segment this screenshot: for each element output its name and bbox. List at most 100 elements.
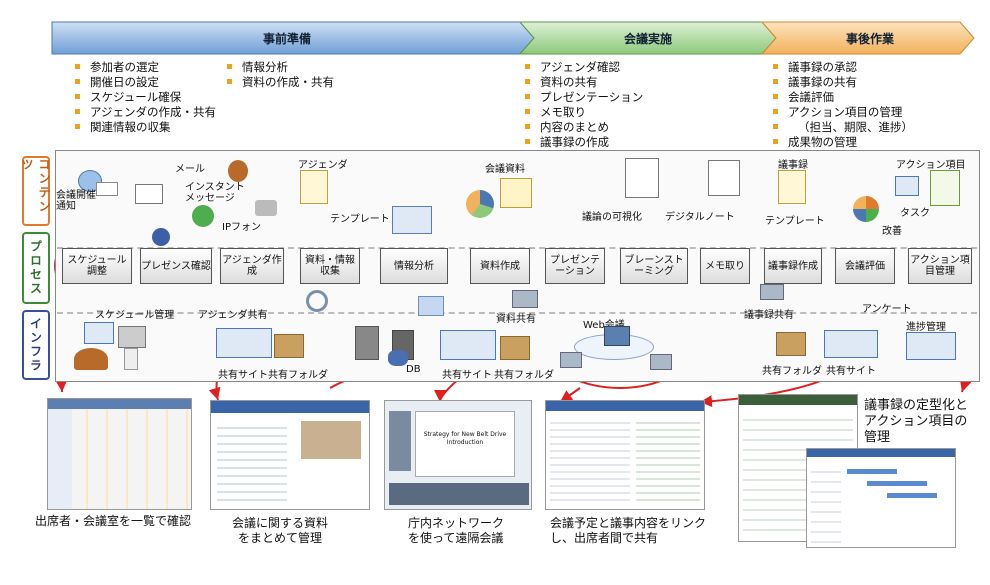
minutes-label: 議事録 — [778, 160, 808, 171]
process-step: 資料・情報収集 — [300, 248, 360, 284]
list-item: スケジュール確保 — [70, 90, 216, 105]
shared-site-label: 共有サイト — [826, 366, 876, 377]
person-icon — [228, 160, 248, 182]
list-item: 情報分析 — [222, 60, 334, 75]
caption-minutes-line3: 管理 — [864, 430, 891, 445]
gantt-screenshot — [806, 448, 956, 548]
checklist-icon — [625, 158, 659, 198]
laptop-icon — [650, 354, 672, 370]
list-item: 関連情報の収集 — [70, 120, 216, 135]
folder-icon — [500, 336, 530, 360]
shared-site-icon — [440, 330, 496, 360]
progress-mgmt-label: 進捗管理 — [906, 322, 946, 333]
list-item: 資料の共有 — [520, 75, 643, 90]
chart-doc-icon — [500, 178, 532, 208]
laptop-icon — [560, 352, 582, 368]
database-icon — [388, 350, 408, 366]
phase-arrow-post — [760, 21, 975, 55]
web-meeting-label: Web会議 — [583, 316, 625, 331]
prep-task-list-right: 情報分析 資料の作成・共有 — [222, 60, 334, 90]
list-item: アクション項目の管理 — [768, 105, 913, 120]
phase-prep-label: 事前準備 — [262, 31, 311, 46]
process-step: メモ取り — [700, 248, 750, 284]
divider — [57, 312, 977, 314]
process-step: アクション項目管理 — [908, 248, 972, 284]
list-item: 資料の作成・共有 — [222, 75, 334, 90]
process-step: 会議評価 — [835, 248, 895, 284]
shared-site-label: 共有サイト — [218, 370, 268, 381]
meeting-task-list: アジェンダ確認 資料の共有 プレゼンテーション メモ取り 内容のまとめ 議事録の… — [520, 60, 643, 150]
improvement-label: 改善 — [882, 226, 902, 237]
cube-icon — [418, 296, 444, 316]
monitor-icon — [604, 326, 630, 346]
caption-remote-line1: 庁内ネットワーク — [408, 516, 505, 530]
meeting-material-label: 会議資料 — [485, 164, 525, 175]
list-item: （担当、期限、進捗） — [768, 120, 913, 135]
user-icon — [152, 228, 170, 246]
calendar-icon — [895, 176, 919, 196]
folder-icon — [776, 332, 806, 356]
list-item: アジェンダ確認 — [520, 60, 643, 75]
envelope-icon — [135, 184, 163, 204]
projector-icon — [118, 326, 146, 348]
caption-remote-line2: を使って遠隔会議 — [408, 531, 504, 545]
slide-title: Strategy for New Belt Drive Introduction — [423, 431, 507, 446]
caption-attendees: 出席者・会議室を一覧で確認 — [35, 514, 192, 528]
caption-link-line1: 会議予定と議事内容をリンク — [550, 516, 707, 530]
row-tab-process: プロセス — [22, 232, 50, 304]
material-share-label: 資料共有 — [496, 314, 536, 325]
shared-site-icon — [824, 330, 878, 358]
window-icon — [392, 206, 432, 234]
list-item: 議事録の共有 — [768, 75, 913, 90]
ip-phone-label: IPフォン — [222, 222, 261, 233]
list-item: 会議評価 — [768, 90, 913, 105]
screen-icon — [124, 348, 138, 370]
shared-folder-label: 共有フォルダ — [268, 370, 328, 381]
list-item: 参加者の選定 — [70, 60, 216, 75]
task-label: タスク — [900, 208, 930, 219]
meeting-notice-label: 会議開催通知 — [56, 190, 96, 212]
discussion-visual-label: 議論の可視化 — [582, 212, 642, 223]
shared-folder-label: 共有フォルダ — [762, 366, 822, 377]
list-item: 内容のまとめ — [520, 120, 643, 135]
schedule-link-screenshot — [545, 400, 705, 510]
action-items-label: アクション項目 — [896, 160, 966, 171]
schedule-mgmt-label: スケジュール管理 — [95, 310, 175, 321]
caption-minutes-line2: アクション項目の — [864, 414, 968, 429]
row-tab-contents: コンテンツ — [20, 156, 51, 226]
pie-chart-icon — [466, 190, 494, 218]
phase-post-label: 事後作業 — [845, 31, 894, 46]
survey-label: アンケート — [862, 304, 912, 315]
process-step: 議事録作成 — [764, 248, 822, 284]
db-label: DB — [406, 364, 421, 375]
people-icon — [74, 348, 108, 370]
calendar-icon — [84, 322, 114, 344]
prep-task-list-left: 参加者の選定 開催日の設定 スケジュール確保 アジェンダの作成・共有 関連情報の… — [70, 60, 216, 135]
minutes-template-label: テンプレート — [765, 216, 825, 227]
document-icon — [778, 170, 806, 204]
caption-minutes-line1: 議事録の定型化と — [864, 398, 969, 413]
gantt-icon — [906, 332, 956, 360]
agenda-label: アジェンダ — [298, 160, 348, 171]
process-step: スケジュール調整 — [62, 248, 132, 284]
list-item: メモ取り — [520, 105, 643, 120]
process-step: 資料作成 — [470, 248, 530, 284]
list-item: プレゼンテーション — [520, 90, 643, 105]
magnifier-icon — [306, 290, 328, 312]
post-task-list: 議事録の承認 議事録の共有 会議評価 アクション項目の管理 （担当、期限、進捗）… — [768, 60, 913, 150]
folder-icon — [274, 334, 304, 358]
messenger-icon — [192, 205, 214, 227]
server-icon — [355, 326, 379, 360]
mail-icon — [96, 182, 118, 196]
phase-meeting-label: 会議実施 — [623, 31, 672, 46]
list-item: 成果物の管理 — [768, 135, 913, 150]
row-tab-infra: インフラ — [22, 310, 50, 380]
process-step: アジェンダ作成 — [220, 248, 284, 284]
calendar-screenshot — [47, 398, 192, 510]
minutes-share-label: 議事録共有 — [744, 310, 794, 321]
list-item: 開催日の設定 — [70, 75, 216, 90]
agenda-template-label: テンプレート — [330, 214, 390, 225]
list-item: 議事録の作成 — [520, 135, 643, 150]
web-meeting-screenshot: Strategy for New Belt Drive Introduction — [384, 400, 532, 510]
caption-link-line2: し、出席者間で共有 — [550, 531, 659, 545]
